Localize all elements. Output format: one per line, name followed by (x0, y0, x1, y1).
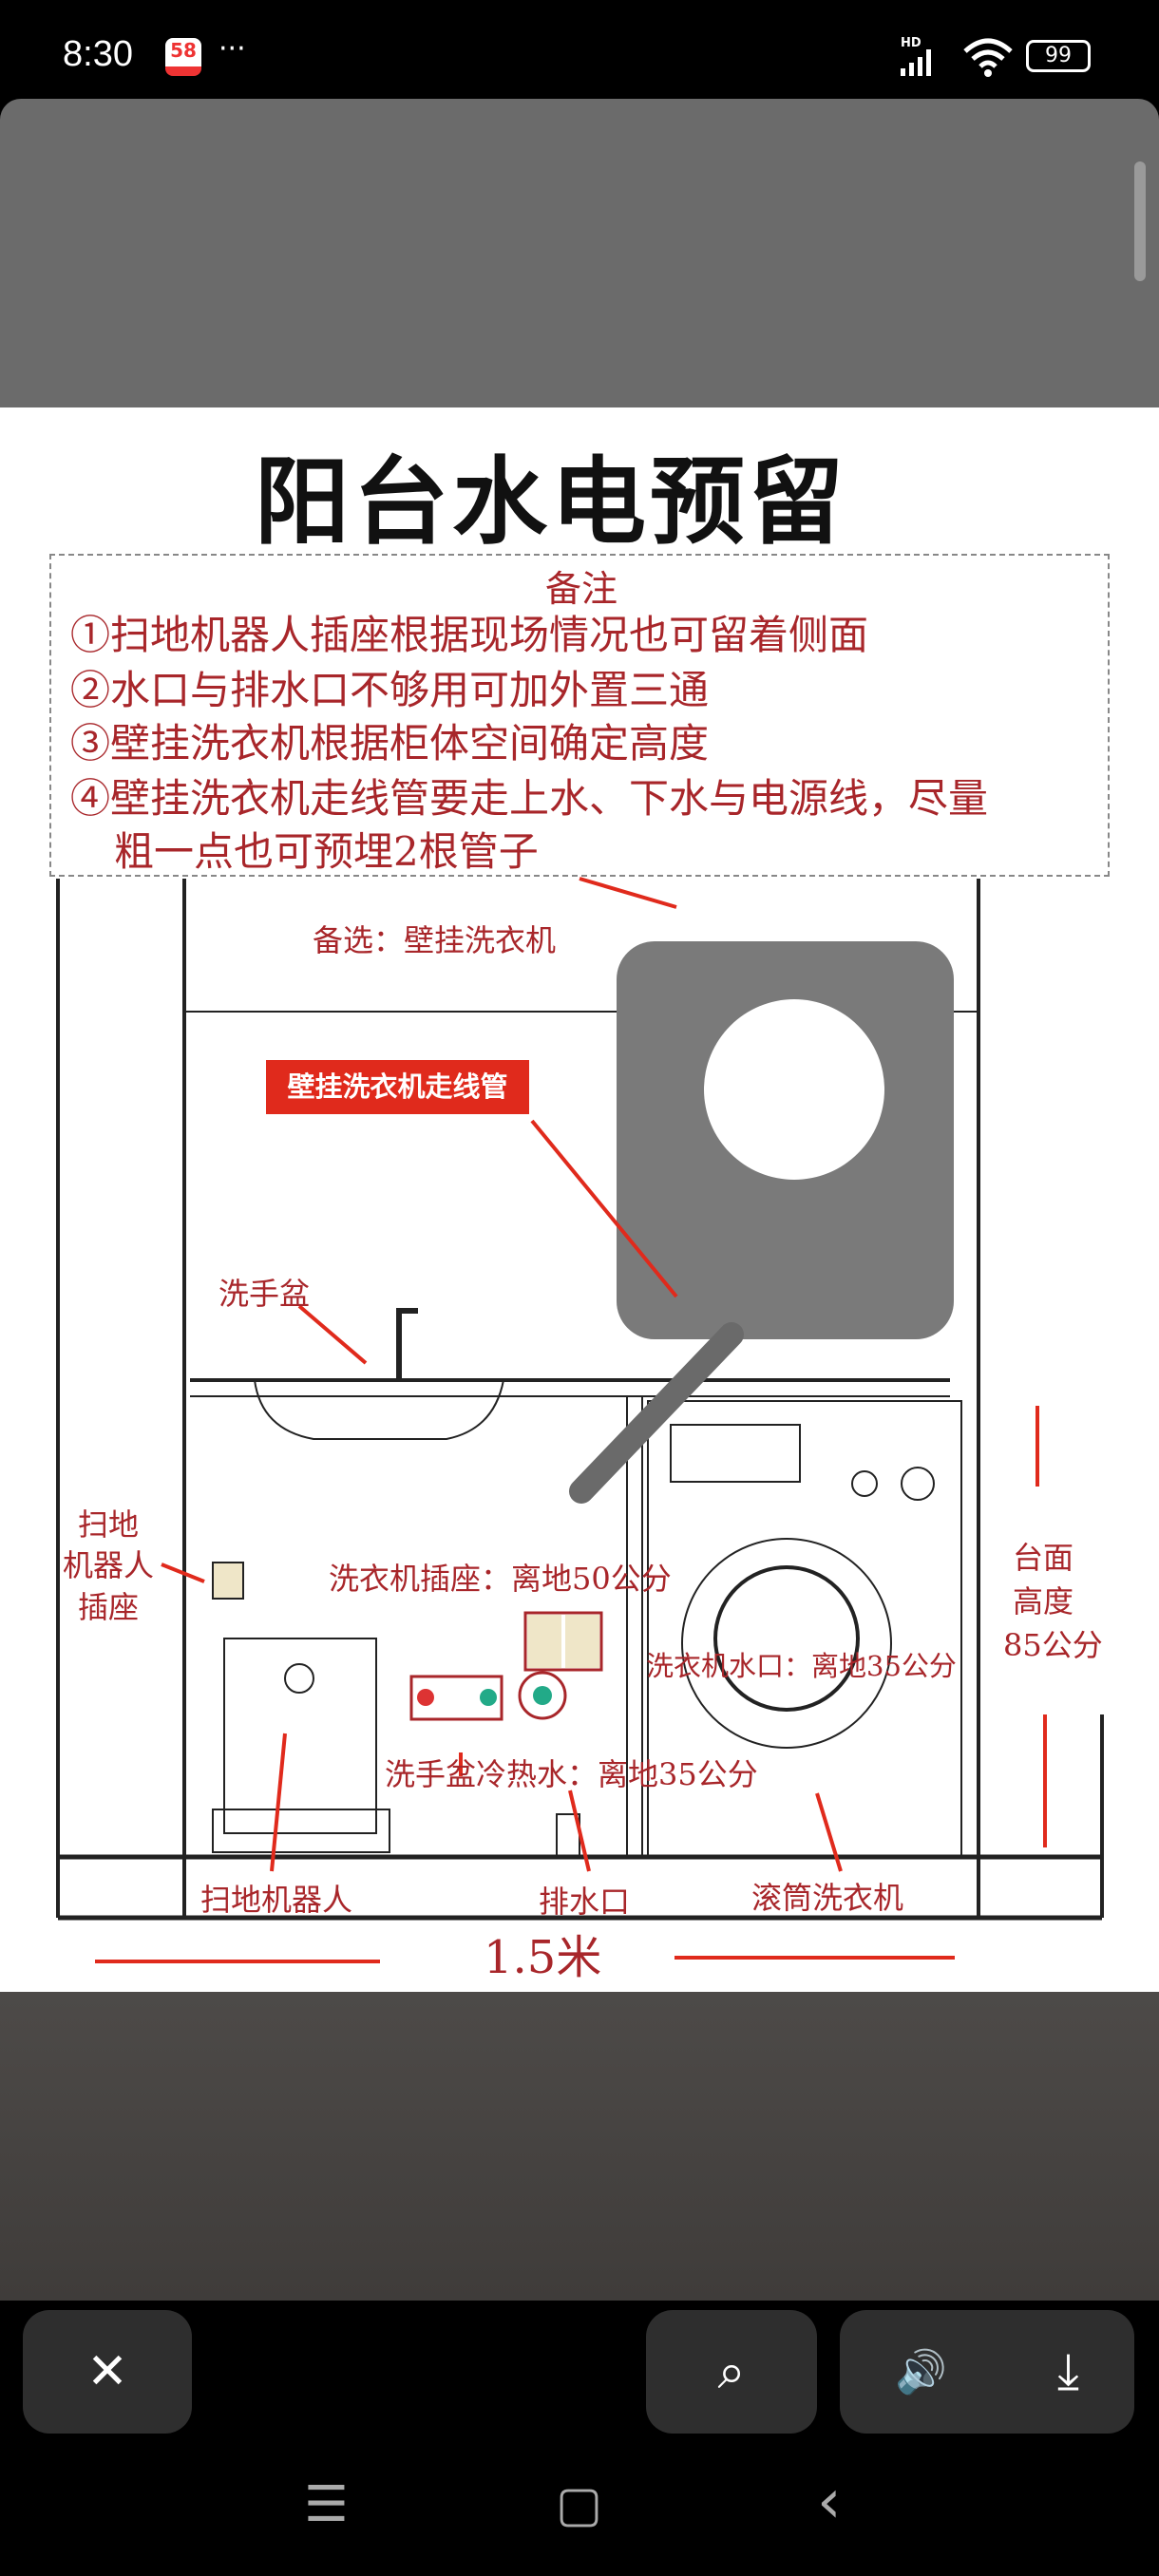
label-counter-1: 台面 (1013, 1540, 1074, 1576)
label-basin-water: 洗手盆冷热水：离地35公分 (385, 1756, 758, 1792)
scrollbar[interactable] (1134, 161, 1146, 281)
viewer-background (0, 1992, 1159, 2301)
cabinet-drawing (56, 877, 1104, 1963)
image-viewer[interactable]: 阳台水电预留 备注 ①扫地机器人插座根据现场情况也可留着侧面 ②水口与排水口不够… (0, 99, 1159, 2301)
sound-button[interactable]: 🔊 (895, 2348, 947, 2396)
note-4-cont: 粗一点也可预埋2根管子 (114, 828, 539, 875)
label-wall-pipe: 壁挂洗衣机走线管 (266, 1060, 529, 1114)
label-robot-socket-2: 机器人 (63, 1547, 155, 1583)
media-controls: 🔊 ⤓ (840, 2310, 1134, 2434)
nav-menu-button[interactable]: ☰ (304, 2476, 349, 2533)
battery-indicator: 99 (1026, 40, 1091, 72)
diagram-image: 阳台水电预留 备注 ①扫地机器人插座根据现场情况也可留着侧面 ②水口与排水口不够… (0, 407, 1159, 1992)
download-button[interactable]: ⤓ (1056, 2342, 1079, 2400)
label-drain: 排水口 (539, 1884, 631, 1920)
label-robot-socket-1: 扫地 (78, 1506, 140, 1543)
close-button[interactable]: ✕ (23, 2310, 192, 2434)
label-basin: 洗手盆 (218, 1276, 311, 1312)
nav-home-button[interactable]: ▢ (556, 2476, 603, 2533)
label-drum-washer: 滚筒洗衣机 (751, 1880, 904, 1916)
label-washer-socket: 洗衣机插座：离地50公分 (329, 1561, 672, 1597)
note-1: ①扫地机器人插座根据现场情况也可留着侧面 (70, 612, 869, 658)
label-robot: 扫地机器人 (200, 1882, 353, 1918)
clock: 8:30 (63, 34, 133, 74)
notes-box: 备注 ①扫地机器人插座根据现场情况也可留着侧面 ②水口与排水口不够用可加外置三通… (49, 554, 1110, 877)
label-counter-3: 85公分 (1003, 1627, 1103, 1663)
note-4: ④壁挂洗衣机走线管要走上水、下水与电源线，尽量 (70, 775, 989, 822)
status-bar: 8:30 58 ··· HD 99 (0, 0, 1159, 99)
label-counter-2: 高度 (1013, 1583, 1074, 1619)
note-3: ③壁挂洗衣机根据柜体空间确定高度 (70, 720, 710, 767)
label-washer-water: 洗衣机水口：离地35公分 (646, 1650, 957, 1682)
hd-label: HD (901, 36, 922, 50)
more-notifications-icon: ··· (218, 32, 246, 66)
lens-search-button[interactable]: ⌕ (646, 2310, 817, 2434)
diagram-title: 阳台水电预留 (255, 446, 847, 558)
label-wall-washer: 备选：壁挂洗衣机 (313, 922, 557, 958)
label-robot-socket-3: 插座 (78, 1589, 140, 1625)
signal-icon (901, 49, 931, 76)
drawing-layer: 备选：壁挂洗衣机 壁挂洗衣机走线管 洗手盆 扫地 机器人 插座 洗衣机插座：离地… (0, 407, 1159, 1992)
app-notification-icon: 58 (165, 38, 201, 76)
notes-title: 备注 (544, 568, 618, 610)
note-2: ②水口与排水口不够用可加外置三通 (70, 667, 710, 713)
wifi-icon (963, 38, 1013, 77)
bottom-toolbar: ✕ ⌕ 🔊 ⤓ ☰ ▢ ‹ (0, 2301, 1159, 2576)
nav-back-button[interactable]: ‹ (817, 2467, 842, 2537)
label-width: 1.5米 (484, 1931, 602, 1984)
